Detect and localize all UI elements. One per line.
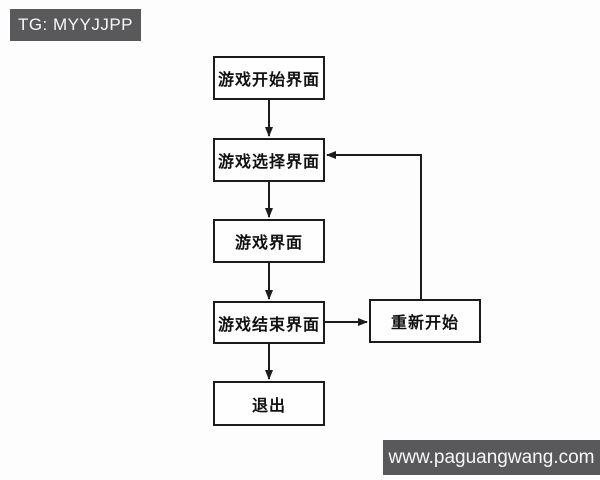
flow-node-label: 重新开始 bbox=[390, 313, 459, 332]
flow-node-label: 游戏界面 bbox=[234, 233, 303, 252]
site-watermark-badge: www.paguangwang.com bbox=[383, 440, 600, 475]
site-watermark-text: www.paguangwang.com bbox=[388, 446, 595, 468]
flow-node-game-select-screen: 游戏选择界面 bbox=[213, 138, 325, 182]
flow-node-game-start-screen: 游戏开始界面 bbox=[213, 56, 325, 100]
tg-watermark-text: TG: MYYJJPP bbox=[17, 15, 134, 34]
flow-node-label: 游戏开始界面 bbox=[217, 70, 320, 89]
flow-node-label: 游戏结束界面 bbox=[217, 314, 320, 334]
flow-node-game-screen: 游戏界面 bbox=[213, 219, 325, 263]
flow-node-game-end-screen: 游戏结束界面 bbox=[213, 301, 325, 344]
flow-node-label: 退出 bbox=[251, 395, 286, 415]
flow-node-restart: 重新开始 bbox=[369, 299, 481, 343]
tg-watermark-badge: TG: MYYJJPP bbox=[10, 9, 141, 41]
arrow-restart-to-select bbox=[326, 151, 422, 299]
flow-node-label: 游戏选择界面 bbox=[217, 152, 320, 171]
flow-node-exit: 退出 bbox=[213, 381, 325, 426]
